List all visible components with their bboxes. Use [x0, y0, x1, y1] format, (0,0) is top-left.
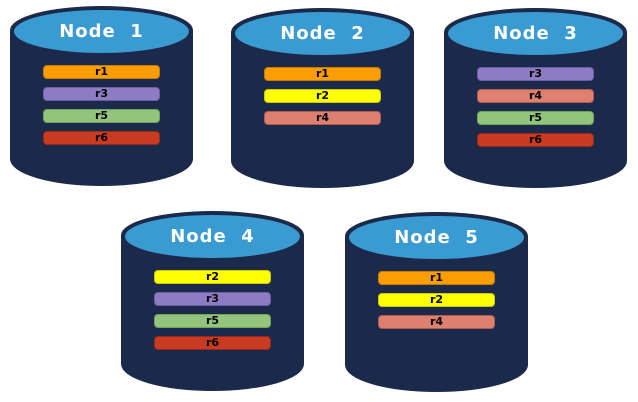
replica-list: r1 r2 r4 [378, 271, 495, 337]
replica-bar: r5 [154, 314, 271, 328]
replica-bar: r3 [154, 292, 271, 306]
node-cylinder-2: Node 2 r1 r2 r4 [231, 8, 414, 188]
replica-bar: r6 [43, 131, 160, 145]
replica-list: r1 r2 r4 [264, 67, 381, 133]
replica-bar: r5 [477, 111, 594, 125]
node-title: Node 2 [280, 23, 365, 44]
replica-bar: r3 [43, 87, 160, 101]
replica-bar: r1 [378, 271, 495, 285]
cylinder-top-ellipse [448, 12, 623, 55]
replica-bar: r2 [378, 293, 495, 307]
replica-bar: r3 [477, 67, 594, 81]
node-title: Node 5 [394, 227, 479, 248]
replica-bar: r4 [264, 111, 381, 125]
replica-bar: r2 [154, 270, 271, 284]
node-cylinder-1: Node 1 r1 r3 r5 r6 [10, 6, 193, 186]
replica-bar: r5 [43, 109, 160, 123]
node-title: Node 4 [170, 226, 255, 247]
cylinder-top-ellipse [125, 215, 300, 258]
replica-bar: r1 [43, 65, 160, 79]
cylinder-top-ellipse [235, 12, 410, 55]
replica-list: r1 r3 r5 r6 [43, 65, 160, 153]
node-cylinder-4: Node 4 r2 r3 r5 r6 [121, 211, 304, 391]
node-title: Node 1 [59, 21, 144, 42]
replica-bar: r2 [264, 89, 381, 103]
node-title: Node 3 [493, 23, 578, 44]
replica-list: r2 r3 r5 r6 [154, 270, 271, 358]
replica-list: r3 r4 r5 r6 [477, 67, 594, 155]
replica-bar: r4 [477, 89, 594, 103]
replica-bar: r6 [154, 336, 271, 350]
replica-bar: r6 [477, 133, 594, 147]
replica-bar: r4 [378, 315, 495, 329]
node-cylinder-5: Node 5 r1 r2 r4 [345, 212, 528, 392]
cylinder-top-ellipse [14, 10, 189, 53]
cylinder-top-ellipse [349, 216, 524, 259]
node-cylinder-3: Node 3 r3 r4 r5 r6 [444, 8, 627, 188]
replica-bar: r1 [264, 67, 381, 81]
